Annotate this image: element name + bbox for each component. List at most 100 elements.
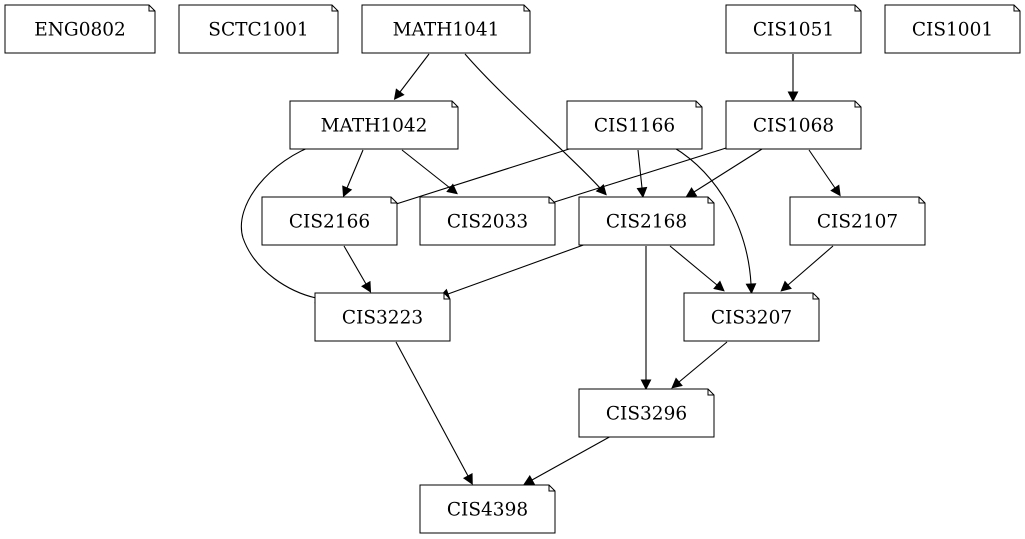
edge-line <box>531 434 614 481</box>
node-cis4398[interactable]: CIS4398 <box>419 484 556 534</box>
node-cis2107[interactable]: CIS2107 <box>789 196 926 246</box>
node-shape <box>725 4 862 54</box>
arrowhead <box>636 186 648 199</box>
edge-layer <box>240 53 841 485</box>
arrowhead <box>713 280 725 292</box>
edge-line <box>637 149 643 189</box>
edge-cis3207-to-cis3296 <box>671 341 728 389</box>
node-fold-corner <box>854 5 861 12</box>
edge-line <box>399 53 430 93</box>
node-shape <box>578 388 715 438</box>
node-fold-corner <box>707 389 714 396</box>
edge-cis1166-to-cis2168 <box>636 149 648 199</box>
node-cis3223[interactable]: CIS3223 <box>314 292 451 342</box>
node-cis2033[interactable]: CIS2033 <box>419 196 556 246</box>
edge-math1042-to-cis2166 <box>342 149 364 198</box>
edge-line <box>447 238 601 295</box>
node-shape <box>361 4 531 54</box>
node-shape <box>178 4 339 54</box>
node-label: CIS2168 <box>606 212 687 233</box>
node-cis3207[interactable]: CIS3207 <box>683 292 820 342</box>
arrowhead <box>393 88 405 101</box>
node-fold-corner <box>451 101 458 108</box>
arrowhead <box>342 185 353 198</box>
node-shape <box>683 292 820 342</box>
edge-cis2166-to-cis3223 <box>343 245 372 293</box>
node-shape <box>289 100 459 150</box>
node-label: ENG0802 <box>34 20 126 41</box>
edge-line <box>693 148 763 193</box>
node-cis1068[interactable]: CIS1068 <box>725 100 862 150</box>
edge-line <box>544 142 743 206</box>
node-label: CIS1001 <box>912 20 993 41</box>
node-shape <box>725 100 862 150</box>
node-fold-corner <box>331 5 338 12</box>
arrowhead <box>462 472 473 485</box>
node-fold-corner <box>548 485 555 492</box>
node-shape <box>566 100 703 150</box>
node-cis1051[interactable]: CIS1051 <box>725 4 862 54</box>
arrowhead <box>361 280 372 293</box>
arrowhead <box>787 91 799 103</box>
node-label: CIS3223 <box>342 308 423 329</box>
node-fold-corner <box>812 293 819 300</box>
node-cis1166[interactable]: CIS1166 <box>566 100 703 150</box>
node-label: SCTC1001 <box>208 20 308 41</box>
node-fold-corner <box>148 5 155 12</box>
edge-math1041-to-math1042 <box>393 53 430 101</box>
node-fold-corner <box>695 101 702 108</box>
edge-cis2168-to-cis3223 <box>438 238 601 299</box>
edge-line <box>401 149 451 189</box>
arrowhead <box>671 377 683 389</box>
node-fold-corner <box>1013 5 1020 12</box>
node-shape <box>789 196 926 246</box>
node-shape <box>419 196 556 246</box>
arrowhead <box>446 183 458 195</box>
edge-math1042-to-cis2033 <box>401 149 458 195</box>
node-eng0802[interactable]: ENG0802 <box>4 4 156 54</box>
node-sctc1001[interactable]: SCTC1001 <box>178 4 339 54</box>
edge-line <box>672 146 752 285</box>
edge-cis3296-to-cis4398 <box>523 434 614 485</box>
edge-line <box>240 143 319 299</box>
node-shape <box>884 4 1021 54</box>
arrowhead <box>523 475 536 485</box>
node-shape <box>419 484 556 534</box>
edge-cis1051-to-cis1068 <box>787 54 799 103</box>
edge-cis2168-to-cis3207 <box>669 245 725 292</box>
node-shape <box>261 196 398 246</box>
node-fold-corner <box>918 197 925 204</box>
node-label: CIS2107 <box>817 212 898 233</box>
arrowhead <box>640 379 652 391</box>
node-shape <box>4 4 156 54</box>
edge-line <box>669 245 718 286</box>
node-label: CIS2033 <box>447 212 528 233</box>
edge-cis1068-to-cis2168 <box>685 148 763 198</box>
node-math1041[interactable]: MATH1041 <box>361 4 531 54</box>
node-cis2168[interactable]: CIS2168 <box>578 196 715 246</box>
node-fold-corner <box>523 5 530 12</box>
node-label: CIS2166 <box>289 212 370 233</box>
edge-cis3223-to-cis4398 <box>395 341 473 485</box>
node-cis3296[interactable]: CIS3296 <box>578 388 715 438</box>
node-fold-corner <box>854 101 861 108</box>
edge-cis2168-to-cis3296 <box>640 246 652 391</box>
edge-line <box>678 341 728 383</box>
node-fold-corner <box>707 197 714 204</box>
node-cis1001[interactable]: CIS1001 <box>884 4 1021 54</box>
edge-line <box>346 149 364 189</box>
edge-line <box>395 341 469 477</box>
node-cis2166[interactable]: CIS2166 <box>261 196 398 246</box>
node-label: MATH1042 <box>321 116 428 137</box>
node-fold-corner <box>548 197 555 204</box>
arrowhead <box>780 280 792 292</box>
edge-line <box>787 245 834 286</box>
node-label: CIS1068 <box>753 116 834 137</box>
node-shape <box>314 292 451 342</box>
node-fold-corner <box>390 197 397 204</box>
arrowhead <box>685 187 698 198</box>
node-label: CIS1166 <box>594 116 675 137</box>
arrowhead <box>745 283 757 295</box>
node-math1042[interactable]: MATH1042 <box>289 100 459 150</box>
